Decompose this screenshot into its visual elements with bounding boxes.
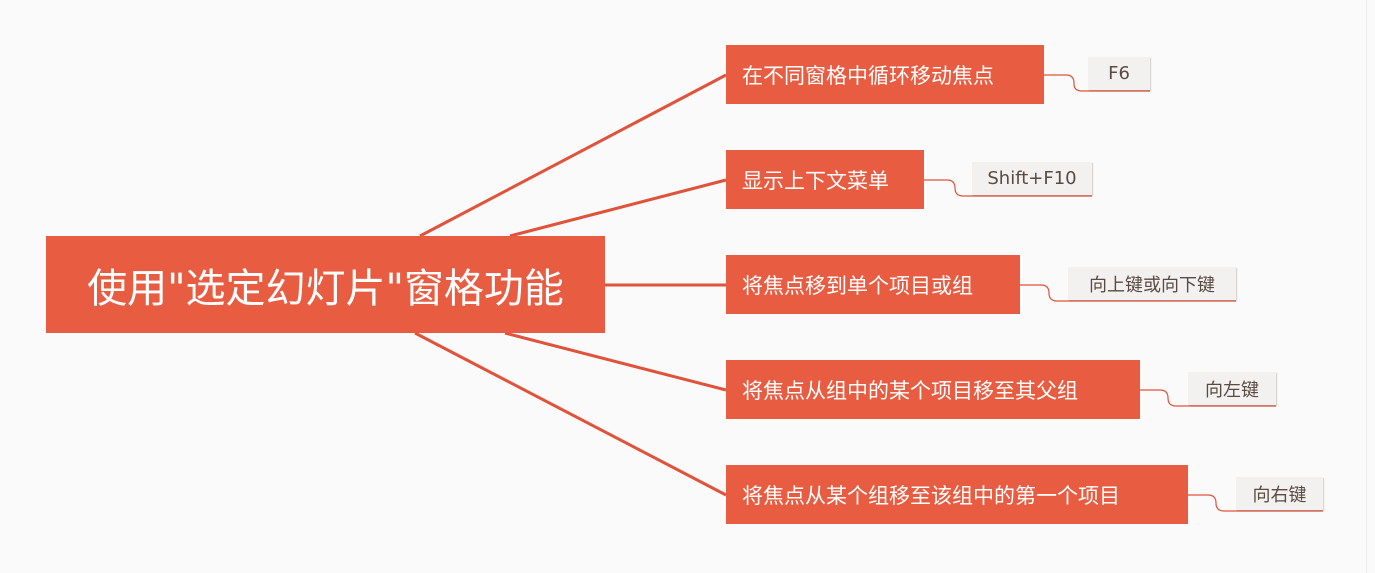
shortcut-connector-1 (1044, 74, 1150, 92)
branch-topic-4[interactable]: 将焦点从组中的某个项目移至其父组 (726, 360, 1140, 419)
shortcut-text: 向上键或向下键 (1089, 274, 1215, 296)
shortcut-connector-5 (1188, 494, 1323, 512)
shortcut-text: 向右键 (1252, 484, 1307, 506)
branch-topic-5[interactable]: 将焦点从某个组移至该组中的第一个项目 (726, 465, 1188, 524)
branch-topic-1[interactable]: 在不同窗格中循环移动焦点 (726, 45, 1044, 104)
branch-topic-label: 将焦点从某个组移至该组中的第一个项目 (742, 483, 1120, 508)
shortcut-label-2[interactable]: Shift+F10 (972, 162, 1092, 195)
branch-topic-label: 将焦点从组中的某个项目移至其父组 (742, 378, 1078, 403)
shortcut-text: F6 (1108, 63, 1130, 84)
root-topic-label: 使用"选定幻灯片"窗格功能 (87, 265, 564, 312)
shortcut-connector-2 (924, 179, 1092, 197)
shortcut-connector-4 (1140, 389, 1276, 407)
shortcut-text: Shift+F10 (987, 168, 1077, 189)
shortcut-connector-3 (1020, 284, 1236, 302)
root-connector-1 (419, 73, 727, 238)
root-connector-2 (509, 178, 727, 238)
branch-topic-label: 将焦点移到单个项目或组 (742, 273, 973, 298)
branch-topic-2[interactable]: 显示上下文菜单 (726, 150, 924, 209)
shortcut-label-5[interactable]: 向右键 (1236, 477, 1323, 510)
branch-topic-label: 在不同窗格中循环移动焦点 (742, 63, 994, 88)
shortcut-label-4[interactable]: 向左键 (1188, 372, 1276, 405)
root-connector-5 (414, 331, 727, 497)
branch-topic-3[interactable]: 将焦点移到单个项目或组 (726, 255, 1020, 314)
shortcut-label-1[interactable]: F6 (1088, 57, 1150, 90)
canvas-edge-divider (1366, 0, 1367, 573)
shortcut-text: 向左键 (1205, 379, 1259, 401)
shortcut-label-3[interactable]: 向上键或向下键 (1068, 267, 1236, 300)
root-connector-4 (504, 331, 727, 392)
root-topic[interactable]: 使用"选定幻灯片"窗格功能 (46, 236, 605, 333)
branch-topic-label: 显示上下文菜单 (742, 168, 889, 193)
